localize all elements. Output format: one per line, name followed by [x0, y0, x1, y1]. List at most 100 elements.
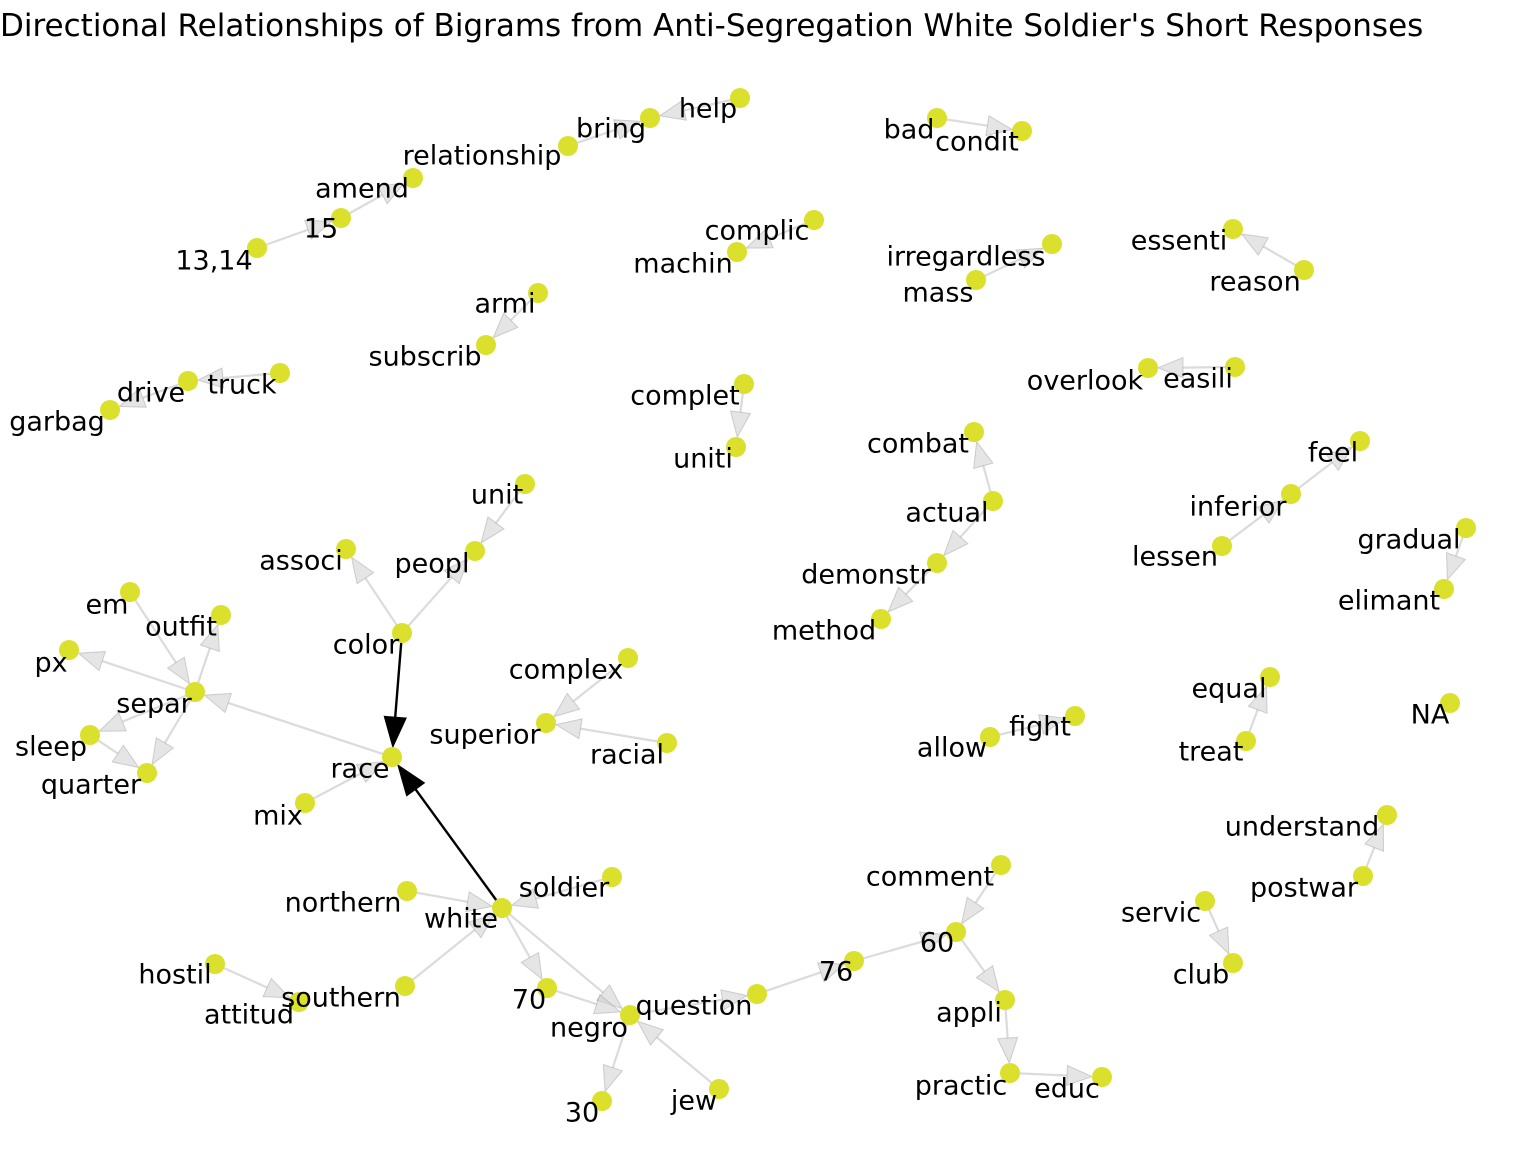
node-label-question: question — [636, 991, 753, 1022]
node-label-condit: condit — [935, 127, 1019, 158]
edge-arrowhead — [480, 516, 505, 545]
edge-line — [629, 998, 723, 1017]
edge-arrowhead — [612, 119, 642, 140]
node-educ — [1092, 1067, 1112, 1087]
edge-arrowhead — [1066, 1064, 1094, 1087]
node-label-southern: southern — [281, 983, 401, 1014]
edge-arrowhead — [203, 692, 233, 714]
node-60 — [946, 922, 966, 942]
edge-line — [121, 690, 196, 723]
edge-line — [129, 591, 177, 664]
node-label-quarter: quarter — [41, 770, 142, 801]
node-label-treat: treat — [1179, 737, 1244, 768]
edge-line — [304, 772, 362, 804]
edge-arrowhead — [303, 219, 333, 241]
node-label-northern: northern — [285, 888, 402, 919]
edge-white-to-race — [397, 763, 503, 909]
node-label-peopl: peopl — [395, 549, 470, 580]
node-label-equal: equal — [1192, 674, 1267, 705]
node-racial — [657, 733, 677, 753]
edge-line — [414, 788, 503, 909]
node-15 — [331, 208, 351, 228]
node-question — [747, 984, 767, 1004]
node-label-outfit: outfit — [145, 612, 217, 643]
node-label-bad: bad — [884, 115, 935, 146]
edge-white-to-70 — [501, 907, 543, 981]
node-complex — [618, 648, 638, 668]
node-complet — [734, 374, 754, 394]
node-label-feel: feel — [1308, 438, 1358, 469]
node-label-bring: bring — [576, 114, 646, 145]
node-amend — [403, 168, 423, 188]
edge-soldier-to-white — [510, 875, 613, 909]
edge-color-to-race — [383, 632, 407, 749]
node-label-irregardless: irregardless — [887, 242, 1046, 273]
node-uniti — [726, 437, 746, 457]
edge-line — [401, 576, 453, 634]
node-label-sleep: sleep — [15, 732, 87, 763]
node-label-white: white — [424, 904, 498, 935]
edge-line — [227, 701, 393, 759]
node-label-combat: combat — [867, 429, 969, 460]
node-label-inferior: inferior — [1190, 492, 1288, 523]
node-label-associ: associ — [259, 546, 343, 577]
edge-arrowhead — [1208, 926, 1230, 956]
node-elimant — [1434, 579, 1454, 599]
node-70 — [537, 978, 557, 998]
node-label-appli: appli — [936, 998, 1002, 1029]
node-sleep — [80, 725, 100, 745]
node-outfit — [211, 605, 231, 625]
node-label-na: NA — [1411, 700, 1450, 731]
edge-60-to-appli — [955, 931, 1000, 993]
node-label-allow: allow — [917, 733, 987, 764]
node-label-truck: truck — [207, 370, 277, 401]
node-label-club: club — [1173, 960, 1230, 991]
node-label-subscrib: subscrib — [369, 342, 482, 373]
edge-complex-to-superior — [552, 657, 629, 718]
node-label-educ: educ — [1034, 1074, 1100, 1105]
node-inferior — [1281, 484, 1301, 504]
edge-arrowhead — [355, 761, 385, 784]
node-label-mass: mass — [903, 278, 974, 309]
edge-arrowhead — [166, 656, 191, 685]
edge-arrowhead — [467, 913, 496, 939]
edge-hostil-to-attitud — [214, 962, 292, 999]
node-understand — [1377, 805, 1397, 825]
node-label-essenti: essenti — [1131, 226, 1228, 257]
edge-arrowhead — [960, 896, 985, 925]
edge-arrowhead — [465, 891, 494, 913]
node-label-elimant: elimant — [1338, 586, 1440, 617]
node-em — [120, 582, 140, 602]
node-armi — [528, 283, 548, 303]
node-equal — [1260, 667, 1280, 687]
edge-arrowhead — [729, 410, 752, 439]
node-label-hostil: hostil — [138, 960, 211, 991]
edge-arrowhead — [1240, 233, 1270, 257]
edges-layer — [77, 96, 1468, 1093]
node-separ — [185, 682, 205, 702]
node-mass — [966, 270, 986, 290]
node-na — [1440, 693, 1460, 713]
node-label-mix: mix — [253, 801, 303, 832]
edge-arrowhead — [1364, 823, 1384, 852]
node-label-jew: jew — [670, 1086, 717, 1117]
page-title: Directional Relationships of Bigrams fro… — [0, 8, 1424, 44]
node-76 — [844, 951, 864, 971]
edge-arrowhead — [1015, 247, 1045, 269]
node-northern — [397, 881, 417, 901]
node-label-fight: fight — [1009, 712, 1071, 743]
edge-arrowhead — [1247, 685, 1268, 715]
node-demonstr — [927, 553, 947, 573]
edge-race-to-separ — [203, 692, 393, 759]
node-13-14 — [247, 238, 267, 258]
edge-arrowhead — [383, 715, 407, 749]
node-club — [1223, 953, 1243, 973]
node-relationship — [558, 136, 578, 156]
edge-arrowhead — [510, 888, 540, 909]
edge-line — [535, 875, 613, 900]
node-feel — [1350, 431, 1370, 451]
edge-arrowhead — [636, 1020, 665, 1046]
node-label-attitud: attitud — [204, 1000, 294, 1031]
node-help — [730, 88, 750, 108]
